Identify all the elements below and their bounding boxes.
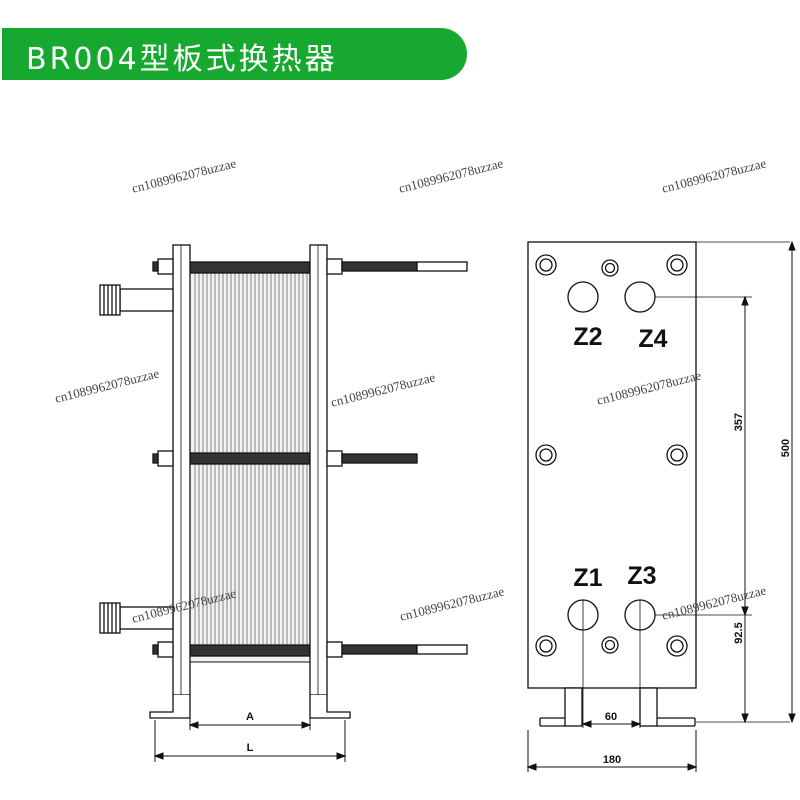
dimension-l-label: L: [247, 742, 254, 754]
dimension-l: [153, 720, 347, 762]
dimension-a-label: A: [246, 711, 254, 723]
port-label-z1: Z1: [573, 564, 602, 592]
watermark-text: cn1089962078uzzae: [398, 583, 506, 623]
dimension-180-label: 180: [603, 754, 621, 766]
front-left-foot: [564, 687, 583, 727]
watermark-text: cn1089962078uzzae: [329, 369, 437, 409]
watermark-text: cn1089962078uzzae: [130, 155, 238, 195]
front-view: [526, 240, 796, 772]
dimension-92-5: [741, 615, 749, 724]
bolt-holes: [535, 254, 688, 657]
dimension-a: [188, 705, 312, 730]
port-label-z3: Z3: [627, 562, 656, 590]
port-label-z4: Z4: [638, 325, 667, 353]
right-bolts: [326, 258, 468, 658]
dimension-92-5-label: 92.5: [733, 622, 745, 643]
dimension-500: [788, 240, 796, 724]
dimension-357: [741, 295, 749, 617]
frame-plate-front: [527, 241, 697, 689]
watermark-text: cn1089962078uzzae: [53, 365, 161, 405]
centre-lines: [582, 241, 790, 728]
watermark-text: cn1089962078uzzae: [660, 155, 768, 195]
front-right-foot: [639, 687, 658, 727]
right-foot: [309, 695, 351, 719]
dimension-357-label: 357: [733, 413, 745, 431]
dimension-500-label: 500: [780, 439, 792, 457]
port-label-z2: Z2: [573, 323, 602, 351]
watermark-text: cn1089962078uzzae: [397, 155, 505, 195]
title-banner: BR004型板式换热器: [2, 28, 467, 80]
nozzles: [99, 284, 174, 634]
left-foot: [149, 695, 191, 719]
dimension-60-label: 60: [605, 711, 617, 723]
page-title: BR004型板式换热器: [26, 42, 338, 77]
fixed-frame-plate: [172, 244, 191, 696]
dimension-180: [526, 730, 698, 772]
pressure-plate: [309, 244, 328, 696]
side-view: [99, 244, 468, 762]
left-nuts: [152, 258, 174, 658]
dimension-60: [581, 720, 642, 728]
port-z2: [567, 281, 599, 313]
